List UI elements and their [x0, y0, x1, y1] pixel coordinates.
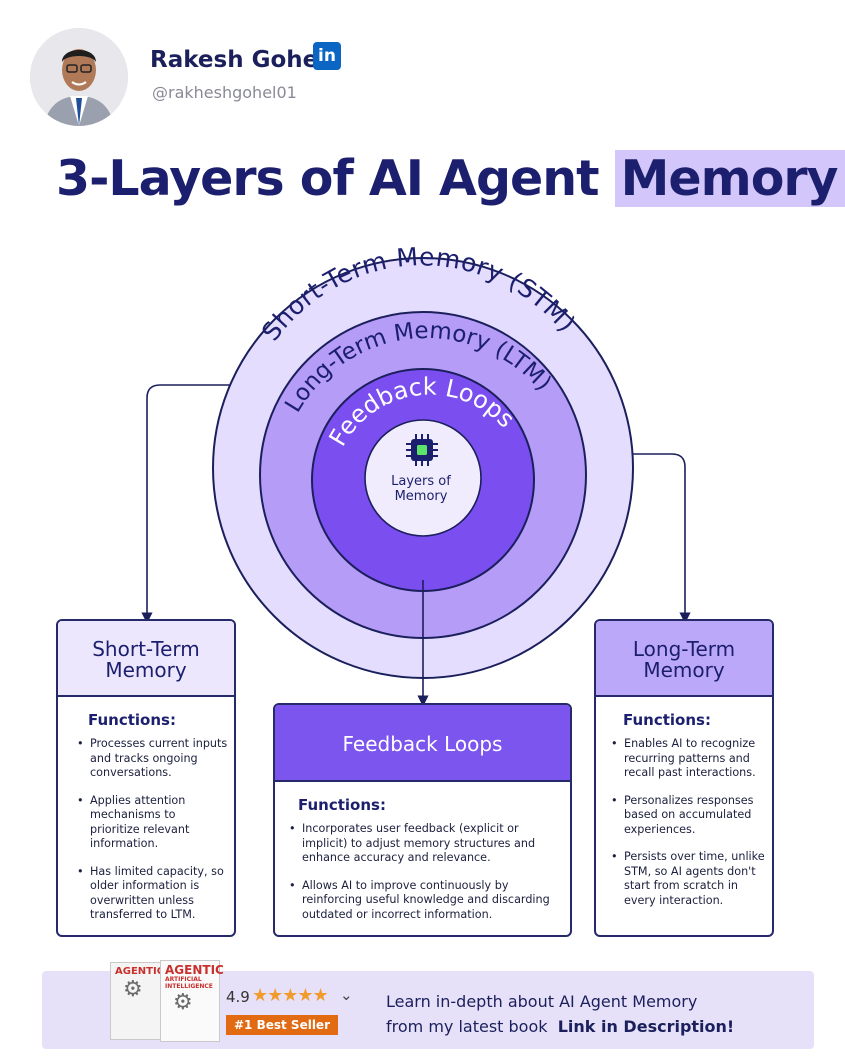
feedback-bullet: Allows AI to improve continuously by rei…: [288, 879, 562, 923]
feedback-functions-label: Functions:: [298, 796, 386, 814]
star-rating-icon: ★★★★★: [252, 985, 329, 1006]
stm-title-1: Short-Term: [92, 637, 200, 661]
title-highlight: Memory: [614, 150, 845, 207]
feedback-bullet-list: Incorporates user feedback (explicit or …: [288, 822, 562, 922]
linkedin-icon[interactable]: in: [313, 42, 341, 70]
description-link[interactable]: Link in Description!: [557, 1017, 735, 1036]
center-label-2: Memory: [395, 489, 448, 504]
cta-line-2: from my latest book Link in Description!: [386, 1017, 734, 1036]
cta-line-2-prefix: from my latest book: [386, 1017, 548, 1036]
avatar-photo: [30, 28, 128, 126]
feedback-bullet: Incorporates user feedback (explicit or …: [288, 822, 562, 866]
ltm-bullet-list: Enables AI to recognize recurring patter…: [610, 737, 766, 908]
stm-title-2: Memory: [105, 658, 187, 682]
ltm-card-header: Long-Term Memory: [596, 621, 772, 697]
ltm-title-1: Long-Term: [632, 637, 736, 661]
cta-line-1: Learn in-depth about AI Agent Memory: [386, 992, 698, 1011]
rating-value: 4.9: [226, 988, 250, 1006]
page-title: 3-Layers of AI Agent Memory: [56, 150, 845, 207]
feedback-card: Feedback Loops Functions: Incorporates u…: [273, 703, 572, 937]
title-text: 3-Layers of AI Agent: [56, 150, 615, 207]
stm-bullet: Has limited capacity, so older informati…: [76, 865, 228, 923]
stm-functions-label: Functions:: [88, 711, 176, 729]
ltm-bullet: Personalizes responses based on accumula…: [610, 794, 766, 838]
ltm-bullet: Enables AI to recognize recurring patter…: [610, 737, 766, 781]
book-cover-2[interactable]: AGENTIC ARTIFICIAL INTELLIGENCE ⚙: [160, 960, 224, 1042]
chevron-down-icon[interactable]: ⌄: [340, 986, 353, 1004]
chip-icon: [406, 434, 438, 466]
best-seller-badge: #1 Best Seller: [226, 1015, 338, 1035]
stm-bullet-list: Processes current inputs and tracks ongo…: [76, 737, 228, 923]
center-label-1: Layers of: [391, 474, 451, 489]
stm-bullet: Applies attention mechanisms to prioriti…: [76, 794, 228, 852]
stm-card-header: Short-Term Memory: [58, 621, 234, 697]
stm-connector: [141, 384, 232, 624]
stm-bullet: Processes current inputs and tracks ongo…: [76, 737, 228, 781]
ltm-bullet: Persists over time, unlike STM, so AI ag…: [610, 850, 766, 908]
stm-card: Short-Term Memory Functions: Processes c…: [56, 619, 236, 937]
author-name: Rakesh Gohel: [150, 47, 327, 73]
ltm-card: Long-Term Memory Functions: Enables AI t…: [594, 619, 774, 937]
author-avatar: [30, 28, 128, 126]
gear-icon: ⚙: [173, 990, 193, 1015]
book-cover-1[interactable]: AGENTIC ⚙: [110, 962, 165, 1040]
gear-icon: ⚙: [123, 977, 143, 1002]
book2-title: AGENTIC: [165, 963, 224, 977]
author-handle: @rakheshgohel01: [152, 83, 297, 102]
feedback-card-header: Feedback Loops: [275, 705, 570, 782]
ltm-title-2: Memory: [643, 658, 725, 682]
center-circle: [364, 419, 482, 537]
book2-subtitle: ARTIFICIAL INTELLIGENCE: [165, 976, 213, 990]
ltm-connector: [578, 453, 691, 624]
book1-title: AGENTIC: [115, 966, 165, 977]
ltm-functions-label: Functions:: [623, 711, 711, 729]
